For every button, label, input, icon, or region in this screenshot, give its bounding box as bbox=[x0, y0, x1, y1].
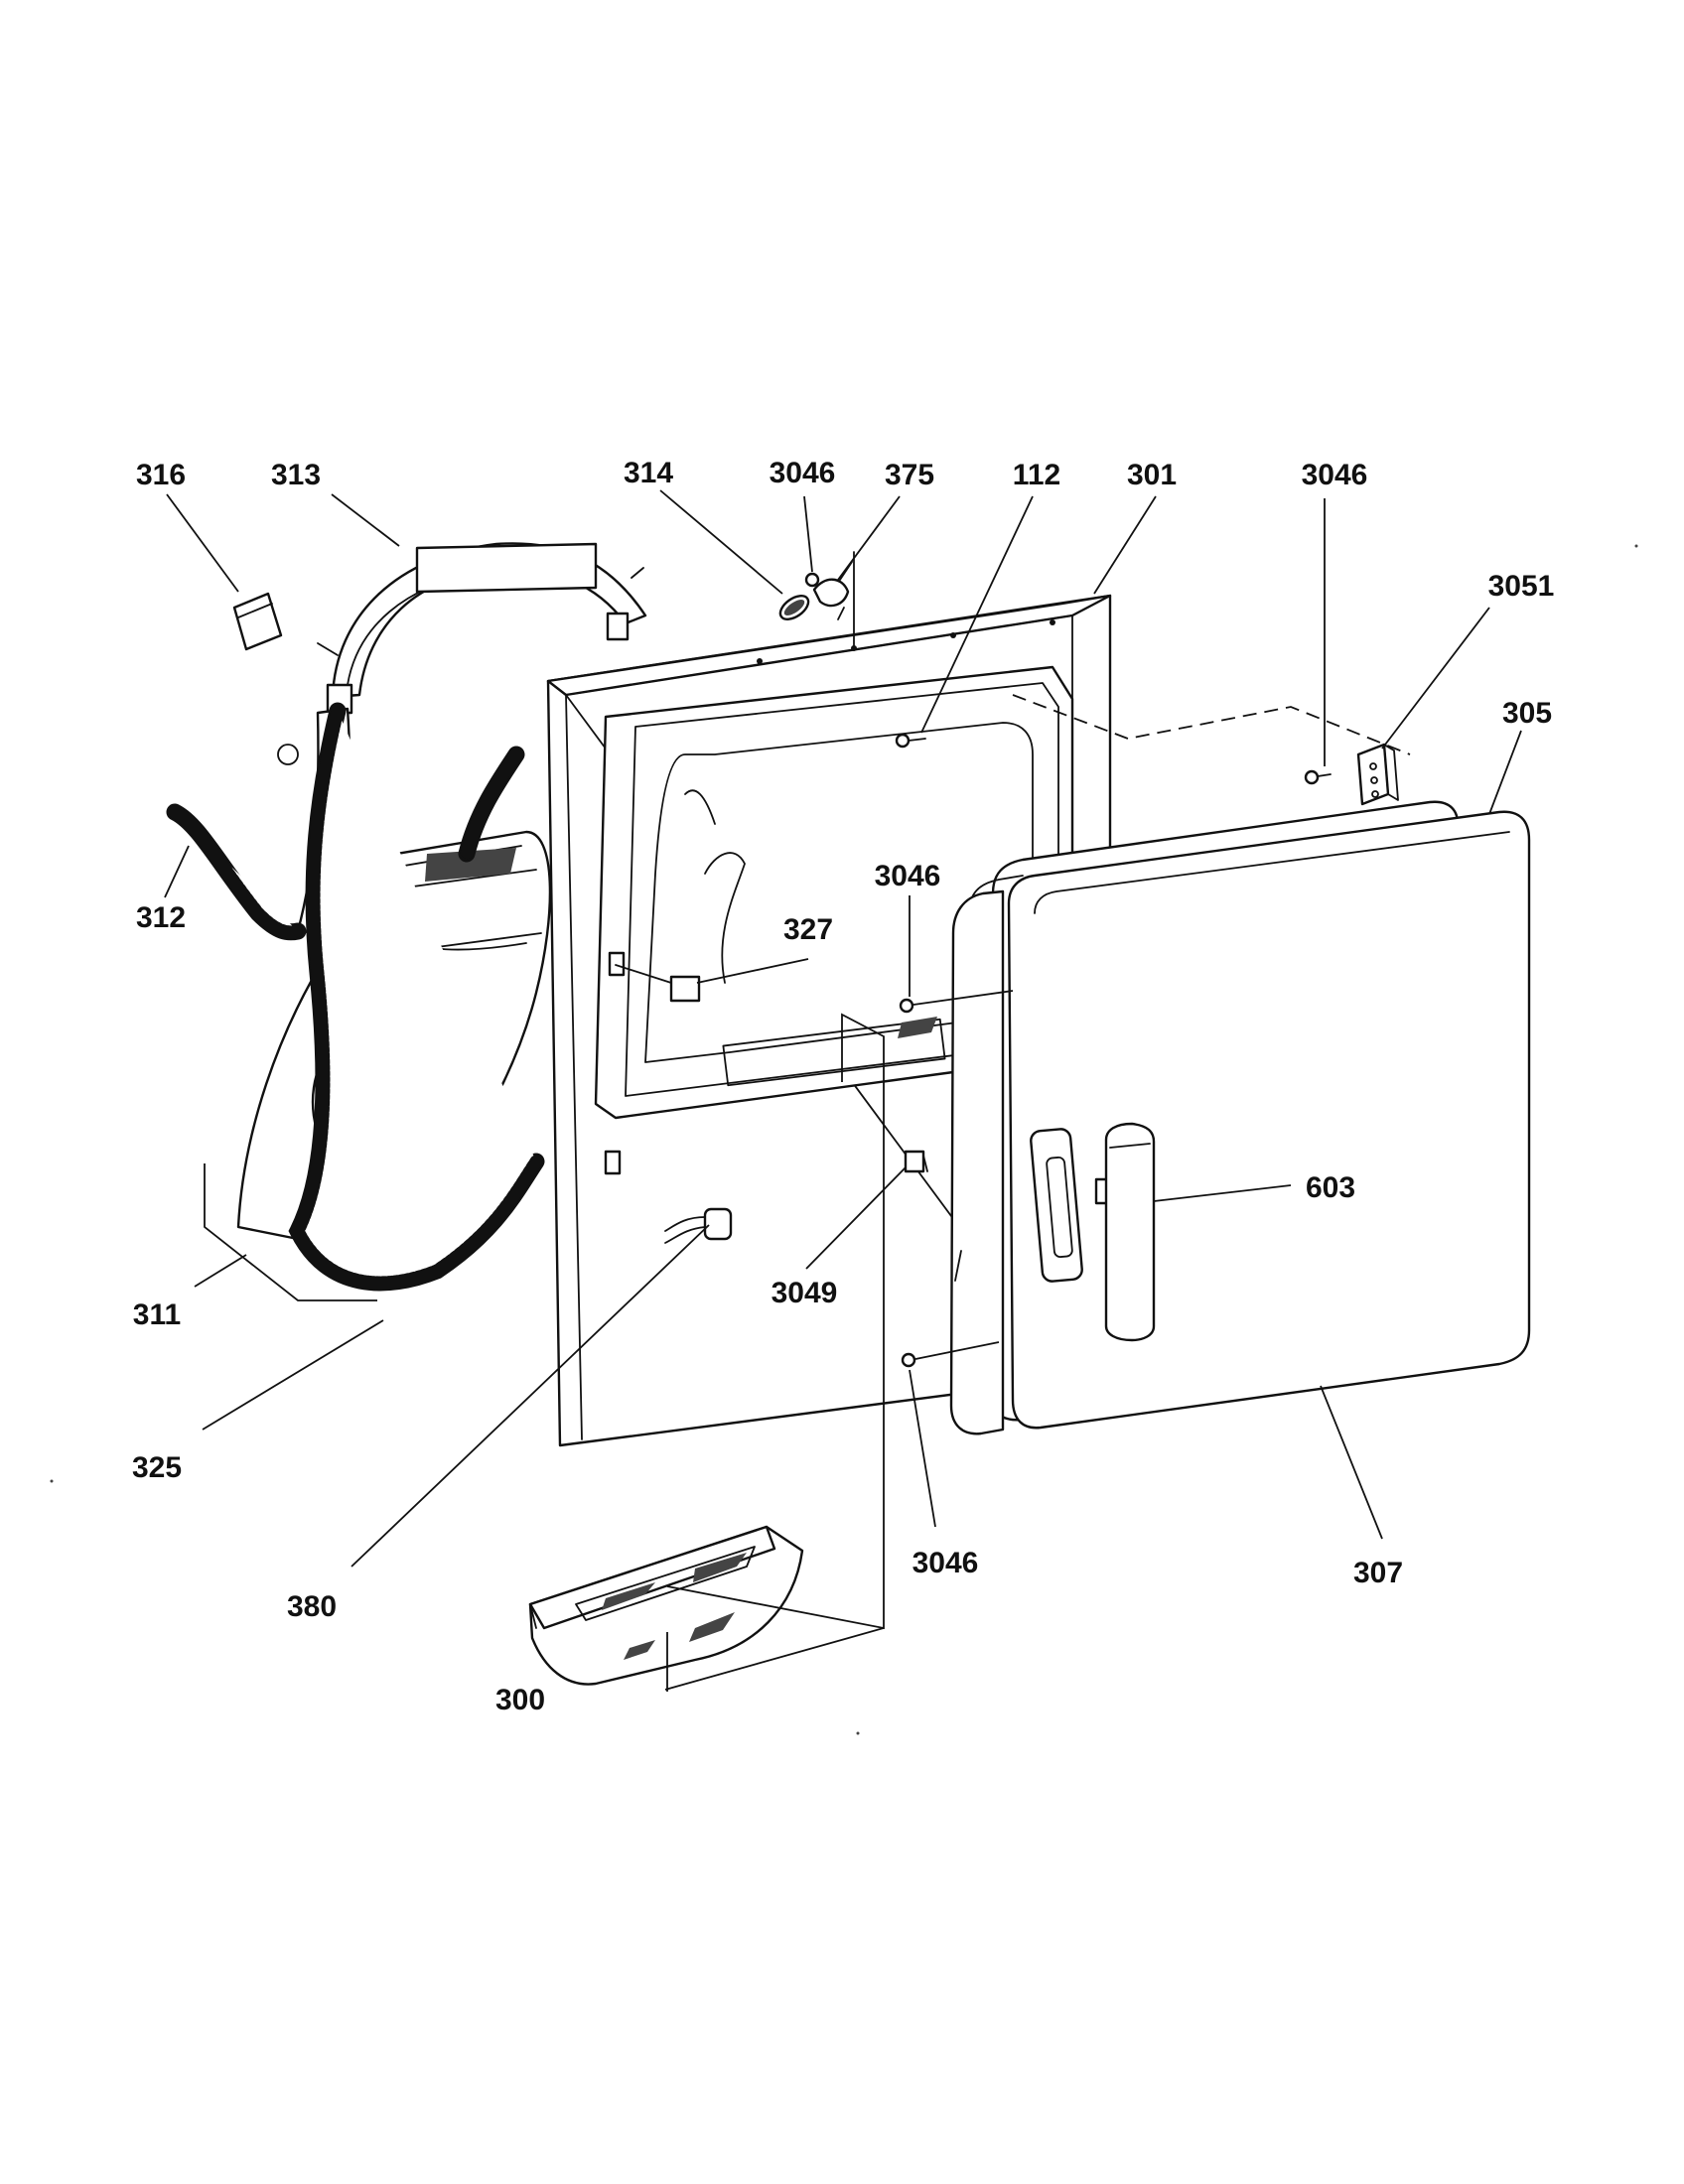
callout-300: 300 bbox=[495, 1684, 545, 1716]
callout-3046-mid: 3046 bbox=[875, 860, 941, 892]
leader-325 bbox=[202, 1319, 384, 1431]
leader-307 bbox=[1320, 1385, 1383, 1540]
screw-3046-top bbox=[804, 572, 820, 588]
callout-313: 313 bbox=[271, 459, 321, 491]
leader-375 bbox=[837, 495, 901, 581]
leader-301 bbox=[1093, 495, 1157, 595]
part-313-upper-bulkhead bbox=[317, 542, 647, 715]
callout-380: 380 bbox=[287, 1590, 337, 1623]
callout-316: 316 bbox=[136, 459, 186, 491]
leader-314 bbox=[659, 489, 783, 595]
leader-112 bbox=[920, 495, 1034, 734]
leader-3046-top bbox=[803, 495, 813, 573]
leader-305 bbox=[1488, 730, 1522, 815]
callout-3051: 3051 bbox=[1488, 570, 1555, 603]
leader-603 bbox=[1153, 1184, 1292, 1202]
callout-3046-bottom: 3046 bbox=[912, 1547, 979, 1579]
callout-3049: 3049 bbox=[772, 1277, 838, 1309]
group-bracket-311 bbox=[204, 1163, 377, 1301]
part-325-bulkhead-seal bbox=[288, 702, 545, 1292]
group-bracket-300 bbox=[664, 1013, 885, 1692]
part-316-label-strip bbox=[232, 592, 283, 651]
leader-3051 bbox=[1381, 607, 1490, 750]
callout-3046-top: 3046 bbox=[770, 457, 836, 489]
callout-325: 325 bbox=[132, 1451, 182, 1484]
part-380-switch bbox=[664, 1207, 733, 1244]
callout-3046-right: 3046 bbox=[1302, 459, 1368, 491]
callout-305: 305 bbox=[1502, 697, 1552, 730]
part-3051-hinge-plate bbox=[1356, 743, 1399, 806]
part-327-door-switch bbox=[615, 964, 701, 1003]
leader-313 bbox=[331, 493, 400, 547]
screw-3046-mid bbox=[899, 990, 1014, 1014]
leader-312 bbox=[164, 845, 190, 898]
part-603-door-handle bbox=[1104, 1122, 1156, 1342]
screw-3046-bottom bbox=[901, 1341, 1000, 1368]
callout-314: 314 bbox=[624, 457, 673, 489]
part-3049-retainer bbox=[904, 1150, 928, 1173]
callout-301: 301 bbox=[1127, 459, 1177, 491]
leader-380 bbox=[351, 1224, 710, 1568]
part-300-lint-filter bbox=[528, 1525, 804, 1686]
callout-603: 603 bbox=[1306, 1171, 1355, 1204]
callout-307: 307 bbox=[1353, 1557, 1403, 1589]
callout-112: 112 bbox=[1013, 459, 1060, 491]
callout-375: 375 bbox=[885, 459, 934, 491]
leader-3049 bbox=[805, 1166, 907, 1270]
part-305-door-outer bbox=[1007, 810, 1531, 1430]
callout-327: 327 bbox=[783, 913, 833, 946]
leader-311 bbox=[194, 1254, 247, 1288]
callout-311: 311 bbox=[133, 1298, 181, 1331]
callout-312: 312 bbox=[136, 901, 186, 934]
leader-316 bbox=[166, 493, 239, 593]
part-314-lamp bbox=[778, 595, 810, 620]
leader-327 bbox=[696, 958, 809, 984]
screw-3046-right bbox=[1304, 769, 1332, 785]
leader-3046-bottom bbox=[909, 1369, 936, 1528]
part-312-felt-seal bbox=[166, 746, 525, 941]
